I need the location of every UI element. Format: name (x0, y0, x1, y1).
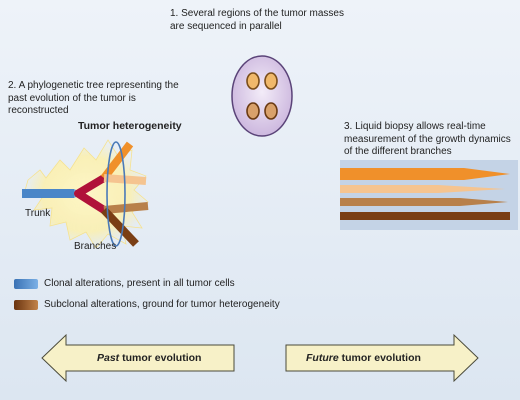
branches-label: Branches (74, 241, 117, 252)
sampling-plane (106, 141, 126, 247)
step-3-text: 3. Liquid biopsy allows real-time measur… (344, 121, 511, 157)
growth-band-tan (340, 198, 508, 206)
sample-region-2 (264, 72, 278, 90)
growth-band-peach (340, 185, 505, 193)
step-1-text: 1. Several regions of the tumor masses a… (170, 8, 344, 32)
past-arrow (41, 333, 235, 383)
branch-tan (103, 202, 149, 214)
sample-region-1 (246, 72, 260, 90)
sample-region-3 (246, 102, 260, 120)
tumor-sample-dish (231, 55, 293, 137)
growth-dynamics-panel (340, 160, 518, 230)
trunk-bar (22, 189, 74, 198)
clonal-legend-swatch (14, 279, 38, 289)
growth-band-orange (340, 168, 510, 180)
branch-brown (101, 207, 139, 247)
future-evolution-label: Future tumor evolution (306, 352, 421, 364)
past-evolution-label: Past tumor evolution (97, 352, 202, 364)
growth-band-brown (340, 212, 510, 220)
subclonal-legend-swatch (14, 300, 38, 310)
sample-region-4 (264, 102, 278, 120)
clonal-legend-text: Clonal alterations, present in all tumor… (44, 278, 235, 289)
subclonal-legend-text: Subclonal alterations, ground for tumor … (44, 299, 280, 310)
trunk-split (74, 174, 108, 214)
phylogenetic-tree (22, 139, 149, 249)
future-arrow (285, 333, 479, 383)
step-2-text: 2. A phylogenetic tree representing the … (8, 80, 179, 116)
tumor-heterogeneity-heading: Tumor heterogeneity (78, 120, 182, 132)
trunk-label: Trunk (25, 208, 51, 219)
